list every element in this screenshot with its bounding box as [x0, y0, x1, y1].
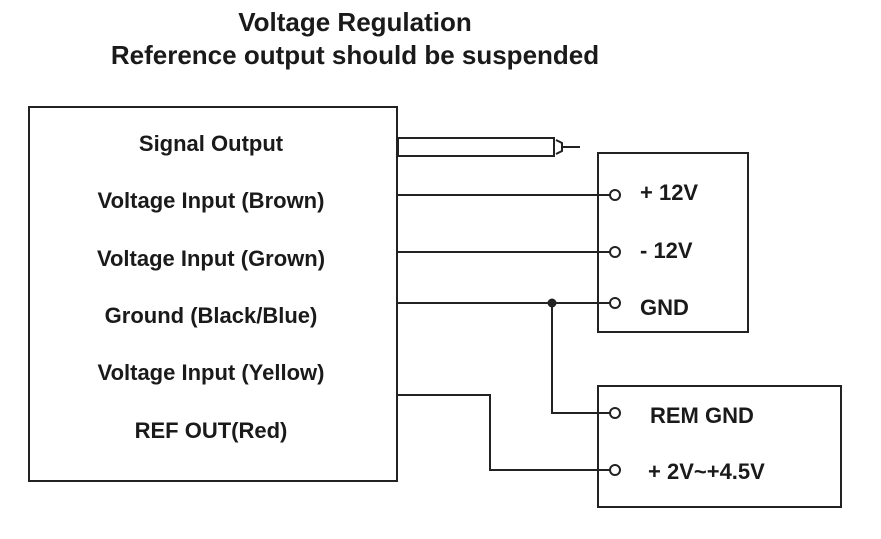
wire-ground-to-rem-gnd	[551, 303, 610, 414]
terminal-ref-input	[609, 464, 621, 476]
terminal-gnd	[609, 297, 621, 309]
diagram-title: Voltage Regulation	[238, 7, 472, 37]
pin-label-voltage-input-yellow: Voltage Input (Yellow)	[97, 360, 325, 385]
cable-tip	[555, 139, 563, 155]
sensor-device-box	[28, 106, 398, 482]
wire-ref-out-to-remote	[398, 394, 610, 471]
pin-label-voltage-input-grown: Voltage Input (Grown)	[96, 246, 326, 271]
signal-output-cable	[397, 137, 555, 157]
terminal-label-minus-12v: - 12V	[640, 238, 693, 263]
terminal-label-gnd: GND	[640, 295, 689, 320]
remote-input-box	[597, 385, 842, 508]
pin-label-signal-output: Signal Output	[138, 131, 284, 156]
pin-label-ref-out: REF OUT(Red)	[134, 418, 288, 443]
terminal-label-plus-12v: + 12V	[640, 180, 699, 205]
power-supply-box	[597, 152, 749, 333]
junction-dot	[547, 298, 557, 308]
pin-label-voltage-input-brown: Voltage Input (Brown)	[97, 188, 325, 213]
diagram-subtitle: Reference output should be suspended	[110, 40, 600, 70]
pin-label-ground: Ground (Black/Blue)	[104, 303, 318, 328]
terminal-label-ref-input: + 2V~+4.5V	[648, 459, 765, 484]
terminal-plus-12v	[609, 189, 621, 201]
terminal-label-rem-gnd: REM GND	[650, 403, 754, 428]
terminal-minus-12v	[609, 246, 621, 258]
terminal-rem-gnd	[609, 407, 621, 419]
